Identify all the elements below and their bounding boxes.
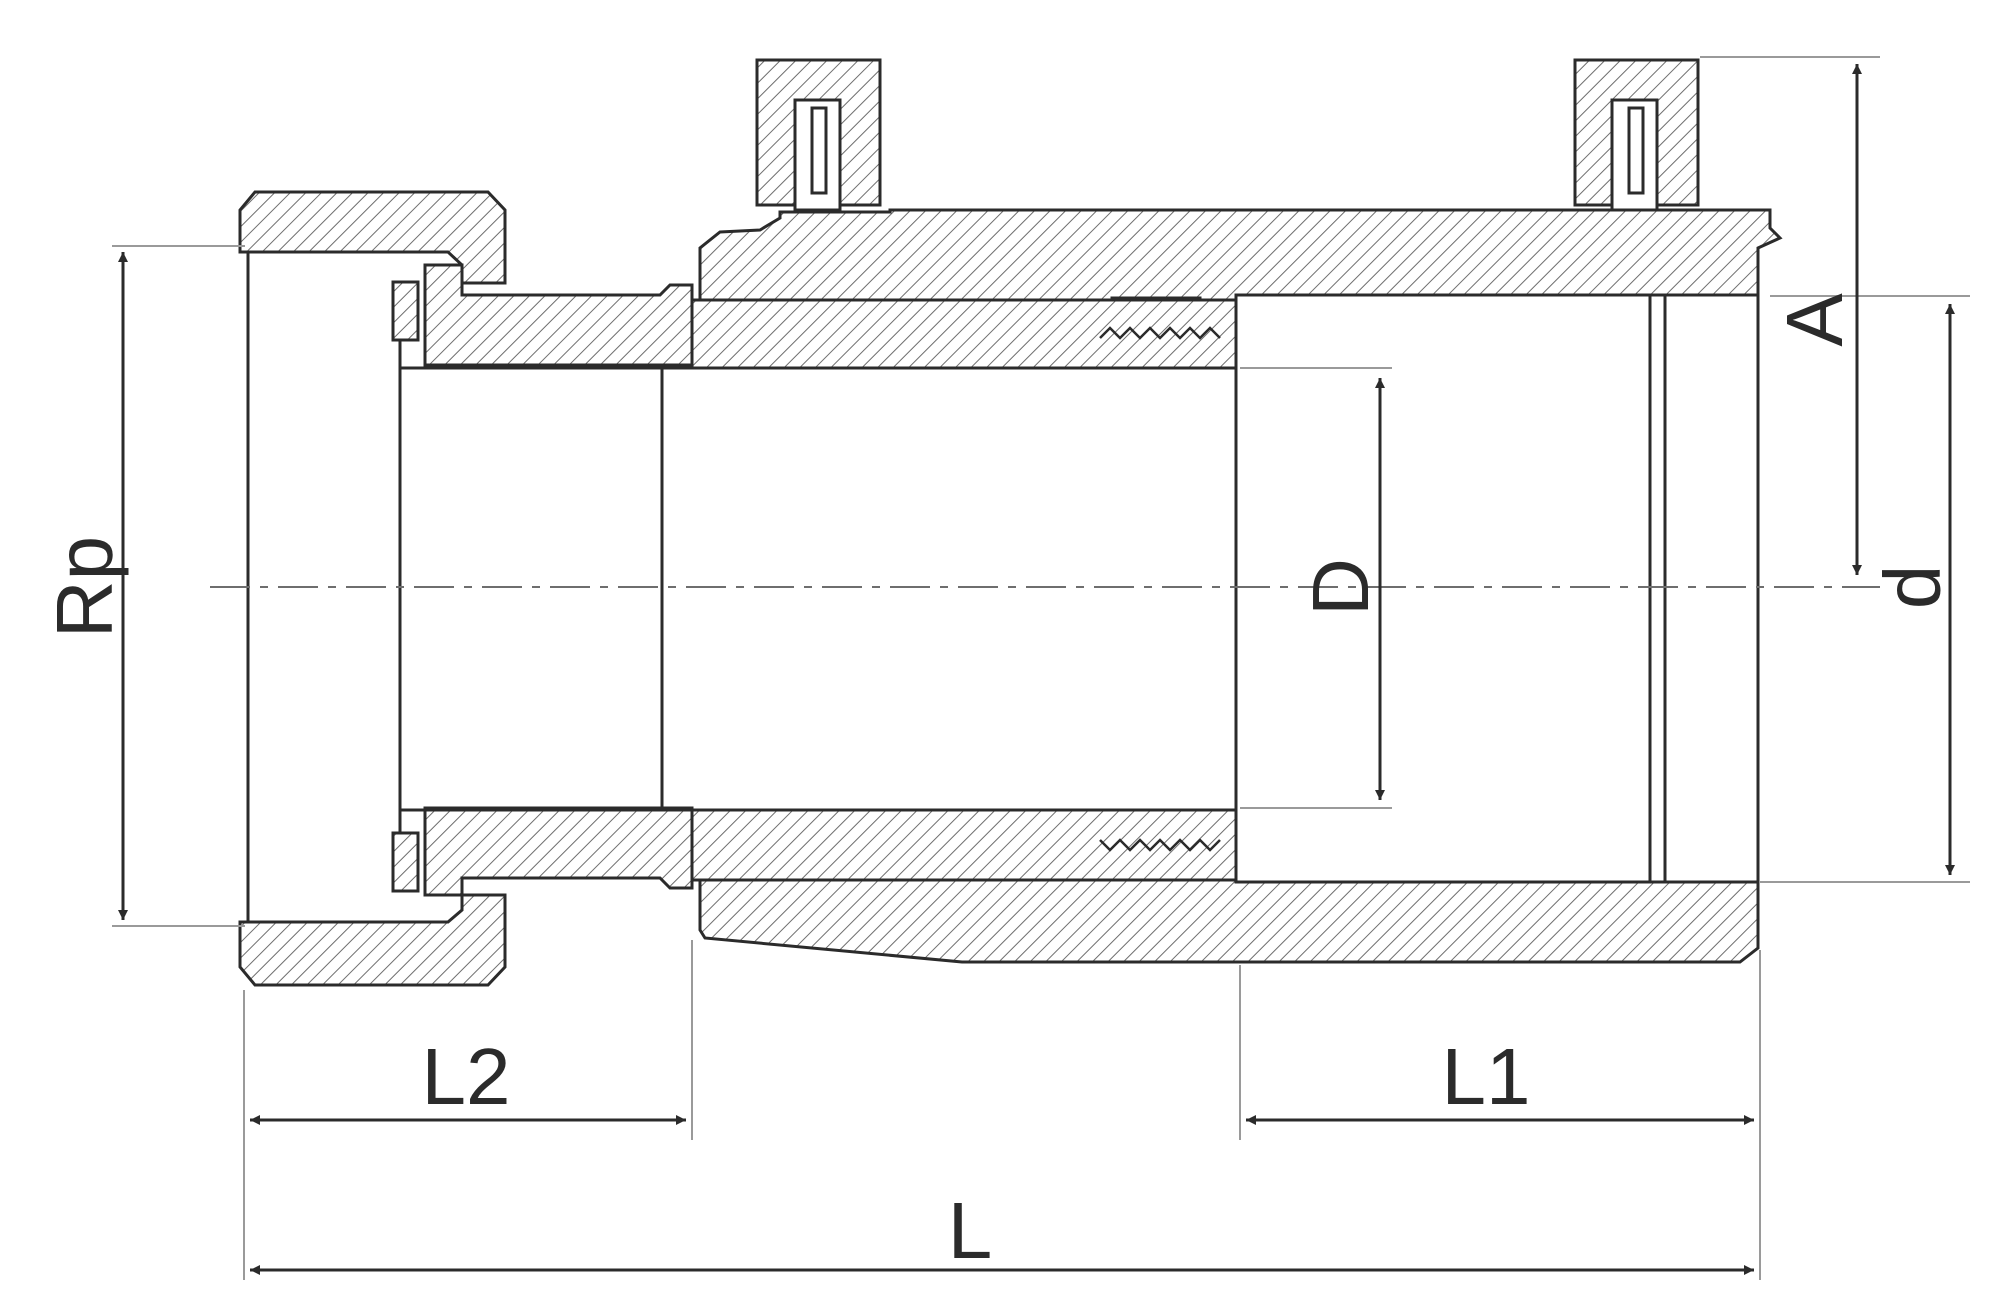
dimension-lines (118, 64, 1955, 1275)
bores (793, 98, 1758, 882)
threaded-adapter-bottom (423, 806, 694, 897)
union-nut-bottom (238, 893, 507, 987)
union-nut-top (238, 190, 507, 285)
terminal-right-pin (1627, 106, 1645, 195)
seal-rings (391, 280, 420, 893)
pe-body (690, 58, 1783, 964)
thread-teeth-bottom (1099, 838, 1221, 852)
label-l1: L1 (1442, 1032, 1531, 1121)
label-rp: Rp (40, 536, 129, 638)
label-d-inner: D (1296, 558, 1385, 616)
pe-body-bottom (698, 878, 1760, 964)
label-a: A (1770, 293, 1859, 347)
socket-bore (1236, 295, 1758, 882)
thread-teeth-top (1099, 326, 1221, 340)
label-l2: L2 (422, 1032, 511, 1121)
bore-lines (400, 248, 1760, 948)
threaded-adapter (423, 263, 694, 897)
seal-ring-top (391, 280, 420, 342)
extension-lines (112, 56, 1970, 1280)
thread-teeth (1099, 326, 1221, 852)
terminal-left-pin (810, 106, 828, 195)
label-l: L (948, 1186, 993, 1275)
label-d-outer: d (1868, 565, 1957, 610)
seal-ring-bottom (391, 831, 420, 893)
threaded-adapter-top (423, 263, 694, 367)
